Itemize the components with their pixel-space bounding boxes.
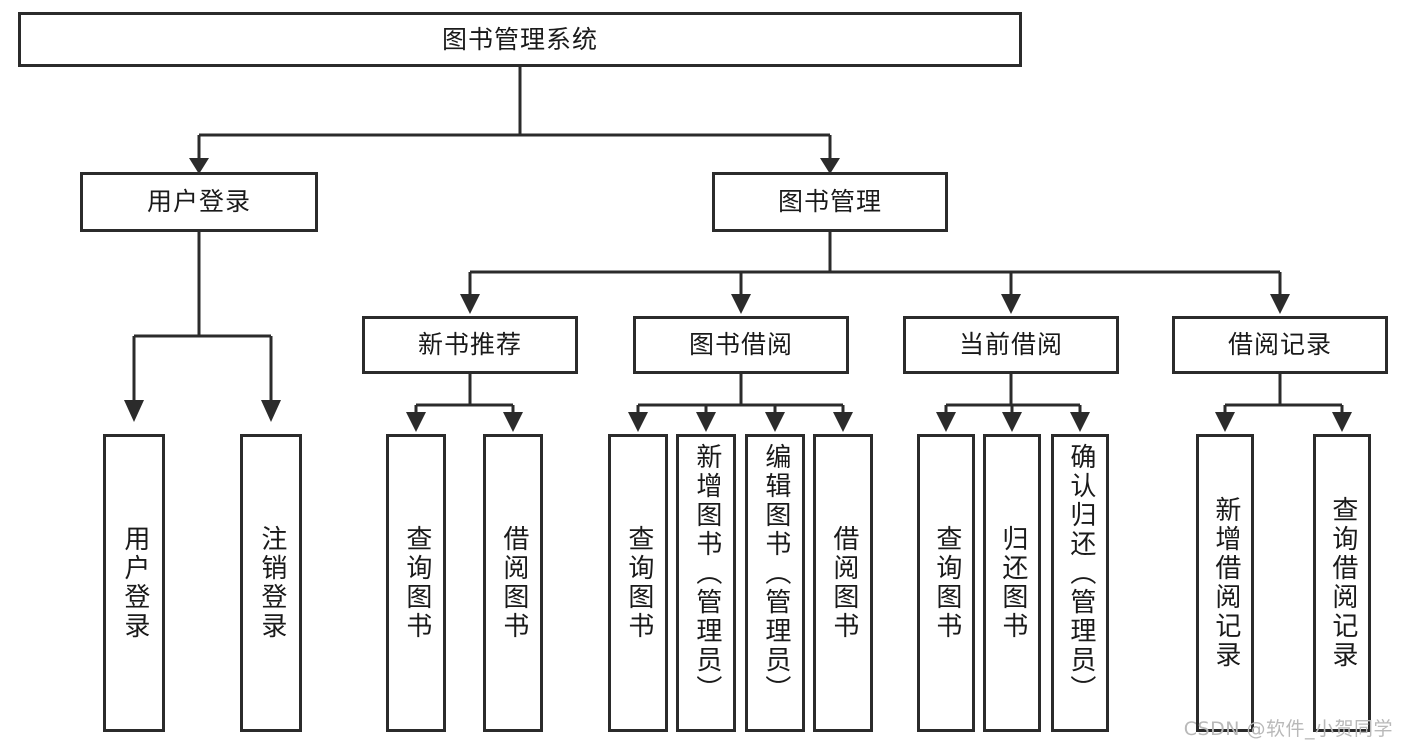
leaf-return-book-label: 归还图书 [997, 525, 1028, 641]
leaf-query-book-recommend[interactable]: 查询图书 [386, 434, 446, 732]
leaf-user-login[interactable]: 用户登录 [103, 434, 165, 732]
node-book-borrow[interactable]: 图书借阅 [633, 316, 849, 374]
leaf-confirm-return-admin[interactable]: 确认归还（管理员） [1051, 434, 1109, 732]
arrowhead-re-leaf2 [1332, 412, 1352, 432]
csdn-watermark: CSDN @软件_小贺同学 [1183, 718, 1393, 740]
leaf-query-borrow-record[interactable]: 查询借阅记录 [1313, 434, 1371, 732]
node-root-label: 图书管理系统 [441, 24, 598, 54]
leaf-return-book[interactable]: 归还图书 [983, 434, 1041, 732]
arrowhead-current [1001, 294, 1021, 314]
leaf-query-book[interactable]: 查询图书 [608, 434, 668, 732]
leaf-add-borrow-record-label: 新增借阅记录 [1210, 496, 1241, 670]
arrowhead-bo-leaf4 [833, 412, 853, 432]
leaf-borrow-book[interactable]: 借阅图书 [813, 434, 873, 732]
node-current-borrow[interactable]: 当前借阅 [903, 316, 1119, 374]
arrowhead-borrow [731, 294, 751, 314]
leaf-borrow-book-recommend-label: 借阅图书 [498, 525, 529, 641]
leaf-borrow-book-recommend[interactable]: 借阅图书 [483, 434, 543, 732]
leaf-logout[interactable]: 注销登录 [240, 434, 302, 732]
arrowhead-login-leaf1 [124, 400, 144, 422]
arrowhead-cu-leaf1 [936, 412, 956, 432]
node-book-management[interactable]: 图书管理 [712, 172, 948, 232]
leaf-query-book-current[interactable]: 查询图书 [917, 434, 975, 732]
arrowhead-nb-leaf1 [406, 412, 426, 432]
leaf-edit-book-admin-label: 编辑图书（管理员） [760, 443, 791, 704]
arrowhead-nb-leaf2 [503, 412, 523, 432]
leaf-user-login-label: 用户登录 [119, 525, 150, 641]
leaf-confirm-return-admin-label: 确认归还（管理员） [1065, 443, 1096, 704]
arrowhead-bo-leaf1 [628, 412, 648, 432]
node-new-book-recommend[interactable]: 新书推荐 [362, 316, 578, 374]
leaf-query-borrow-record-label: 查询借阅记录 [1327, 496, 1358, 670]
arrowhead-newbook [460, 294, 480, 314]
leaf-query-book-current-label: 查询图书 [931, 525, 962, 641]
arrowhead-cu-leaf2 [1002, 412, 1022, 432]
leaf-add-book-admin-label: 新增图书（管理员） [691, 443, 722, 704]
node-new-book-recommend-label: 新书推荐 [417, 330, 522, 360]
node-book-management-label: 图书管理 [777, 187, 882, 217]
arrowhead-bo-leaf2 [696, 412, 716, 432]
arrowhead-cu-leaf3 [1070, 412, 1090, 432]
leaf-edit-book-admin[interactable]: 编辑图书（管理员） [745, 434, 805, 732]
leaf-query-book-recommend-label: 查询图书 [401, 525, 432, 641]
leaf-add-borrow-record[interactable]: 新增借阅记录 [1196, 434, 1254, 732]
arrowhead-login-leaf2 [261, 400, 281, 422]
node-root[interactable]: 图书管理系统 [18, 12, 1022, 67]
arrowhead-bo-leaf3 [765, 412, 785, 432]
node-user-login[interactable]: 用户登录 [80, 172, 318, 232]
node-book-borrow-label: 图书借阅 [688, 330, 793, 360]
node-borrow-record-label: 借阅记录 [1227, 330, 1332, 360]
leaf-borrow-book-label: 借阅图书 [828, 525, 859, 641]
arrowhead-record [1270, 294, 1290, 314]
leaf-add-book-admin[interactable]: 新增图书（管理员） [676, 434, 736, 732]
leaf-logout-label: 注销登录 [256, 525, 287, 641]
arrowhead-re-leaf1 [1215, 412, 1235, 432]
node-borrow-record[interactable]: 借阅记录 [1172, 316, 1388, 374]
node-current-borrow-label: 当前借阅 [958, 330, 1063, 360]
node-user-login-label: 用户登录 [146, 187, 251, 217]
leaf-query-book-label: 查询图书 [623, 525, 654, 641]
